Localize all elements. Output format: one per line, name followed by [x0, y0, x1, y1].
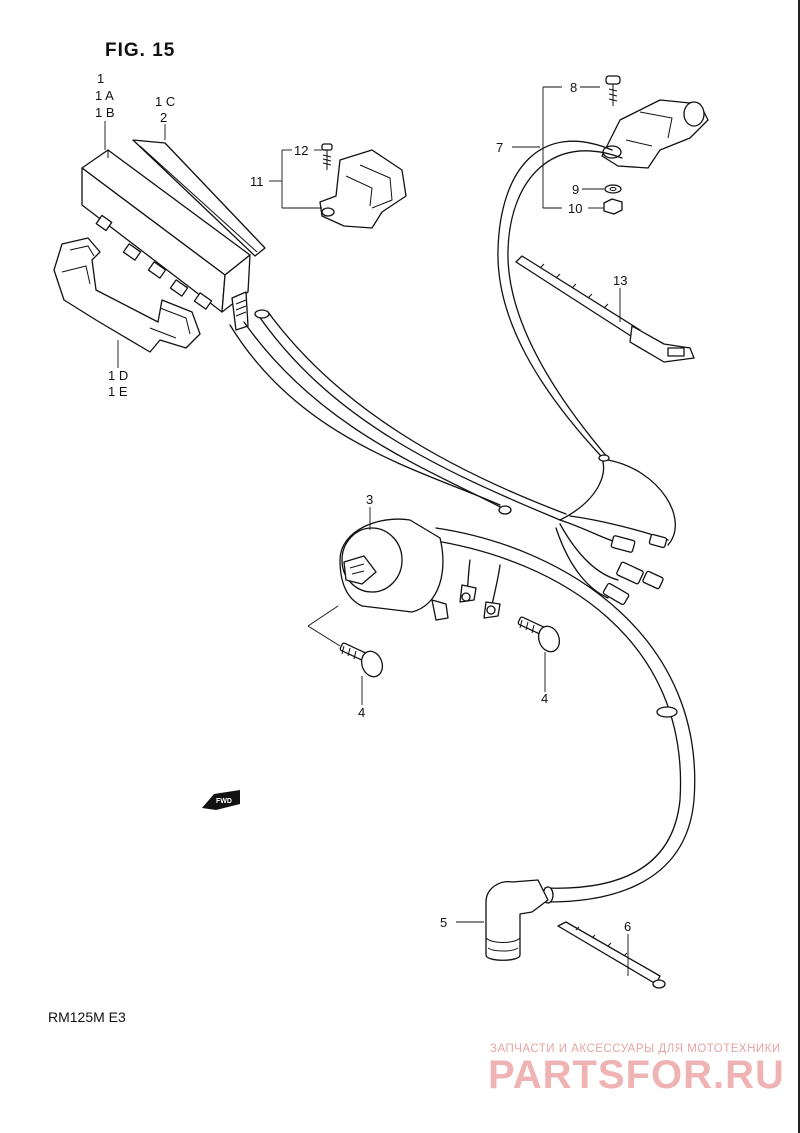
callout-11: 11 — [250, 174, 264, 189]
cable-tie-part-13 — [515, 255, 695, 363]
callout-1: 1 — [97, 71, 104, 86]
watermark: ЗАПЧАСТИ И АКСЕССУАРЫ ДЛЯ МОТОТЕХНИКИ PA… — [488, 1043, 785, 1097]
watermark-subtitle: ЗАПЧАСТИ И АКСЕССУАРЫ ДЛЯ МОТОТЕХНИКИ — [490, 1043, 781, 1055]
leader-lines — [104, 86, 629, 976]
callout-2: 2 — [160, 110, 167, 125]
cover-plate-part-2 — [132, 139, 266, 257]
callout-5: 5 — [440, 915, 447, 930]
callout-13: 13 — [613, 273, 627, 288]
callout-4-right: 4 — [541, 691, 548, 706]
callout-labels: 1 1 A 1 B 1 C 2 1 D 1 E 3 4 4 5 6 7 8 9 … — [95, 71, 631, 934]
callout-1a: 1 A — [95, 88, 114, 103]
callout-1d: 1 D — [108, 368, 128, 383]
callout-8: 8 — [570, 80, 577, 95]
callout-1e: 1 E — [108, 384, 128, 399]
wiring-harness — [229, 140, 696, 904]
switch-clamp-assembly — [601, 99, 709, 169]
spark-plug-cap-part-5 — [485, 879, 549, 961]
callout-12: 12 — [294, 143, 308, 158]
ignition-coil-part-3 — [339, 518, 501, 621]
callout-10: 10 — [568, 201, 582, 216]
callout-9: 9 — [572, 182, 579, 197]
callout-6: 6 — [624, 919, 631, 934]
callout-1c: 1 C — [155, 94, 175, 109]
callout-7: 7 — [496, 140, 503, 155]
rubber-mount-part-1d — [53, 237, 201, 353]
callout-1b: 1 B — [95, 105, 115, 120]
bolt-part-4-right — [517, 616, 561, 653]
washer-part-9 — [604, 184, 622, 194]
cable-tie-part-6 — [557, 921, 666, 989]
nut-part-10 — [603, 198, 623, 215]
screw-part-12 — [321, 143, 333, 170]
clamp-part-11 — [319, 149, 407, 229]
forward-direction-marker: FWD — [202, 790, 240, 810]
bolt-part-8 — [605, 75, 621, 106]
callout-3: 3 — [366, 492, 373, 507]
figure-title: FIG. 15 — [105, 40, 175, 61]
fwd-label: FWD — [216, 798, 232, 805]
watermark-brand: PARTSFOR.RU — [488, 1053, 785, 1097]
bolt-part-4-left — [307, 605, 384, 678]
model-code: RM125M E3 — [48, 1009, 126, 1025]
callout-4-left: 4 — [358, 705, 365, 720]
cdi-unit-part-1 — [81, 149, 251, 331]
